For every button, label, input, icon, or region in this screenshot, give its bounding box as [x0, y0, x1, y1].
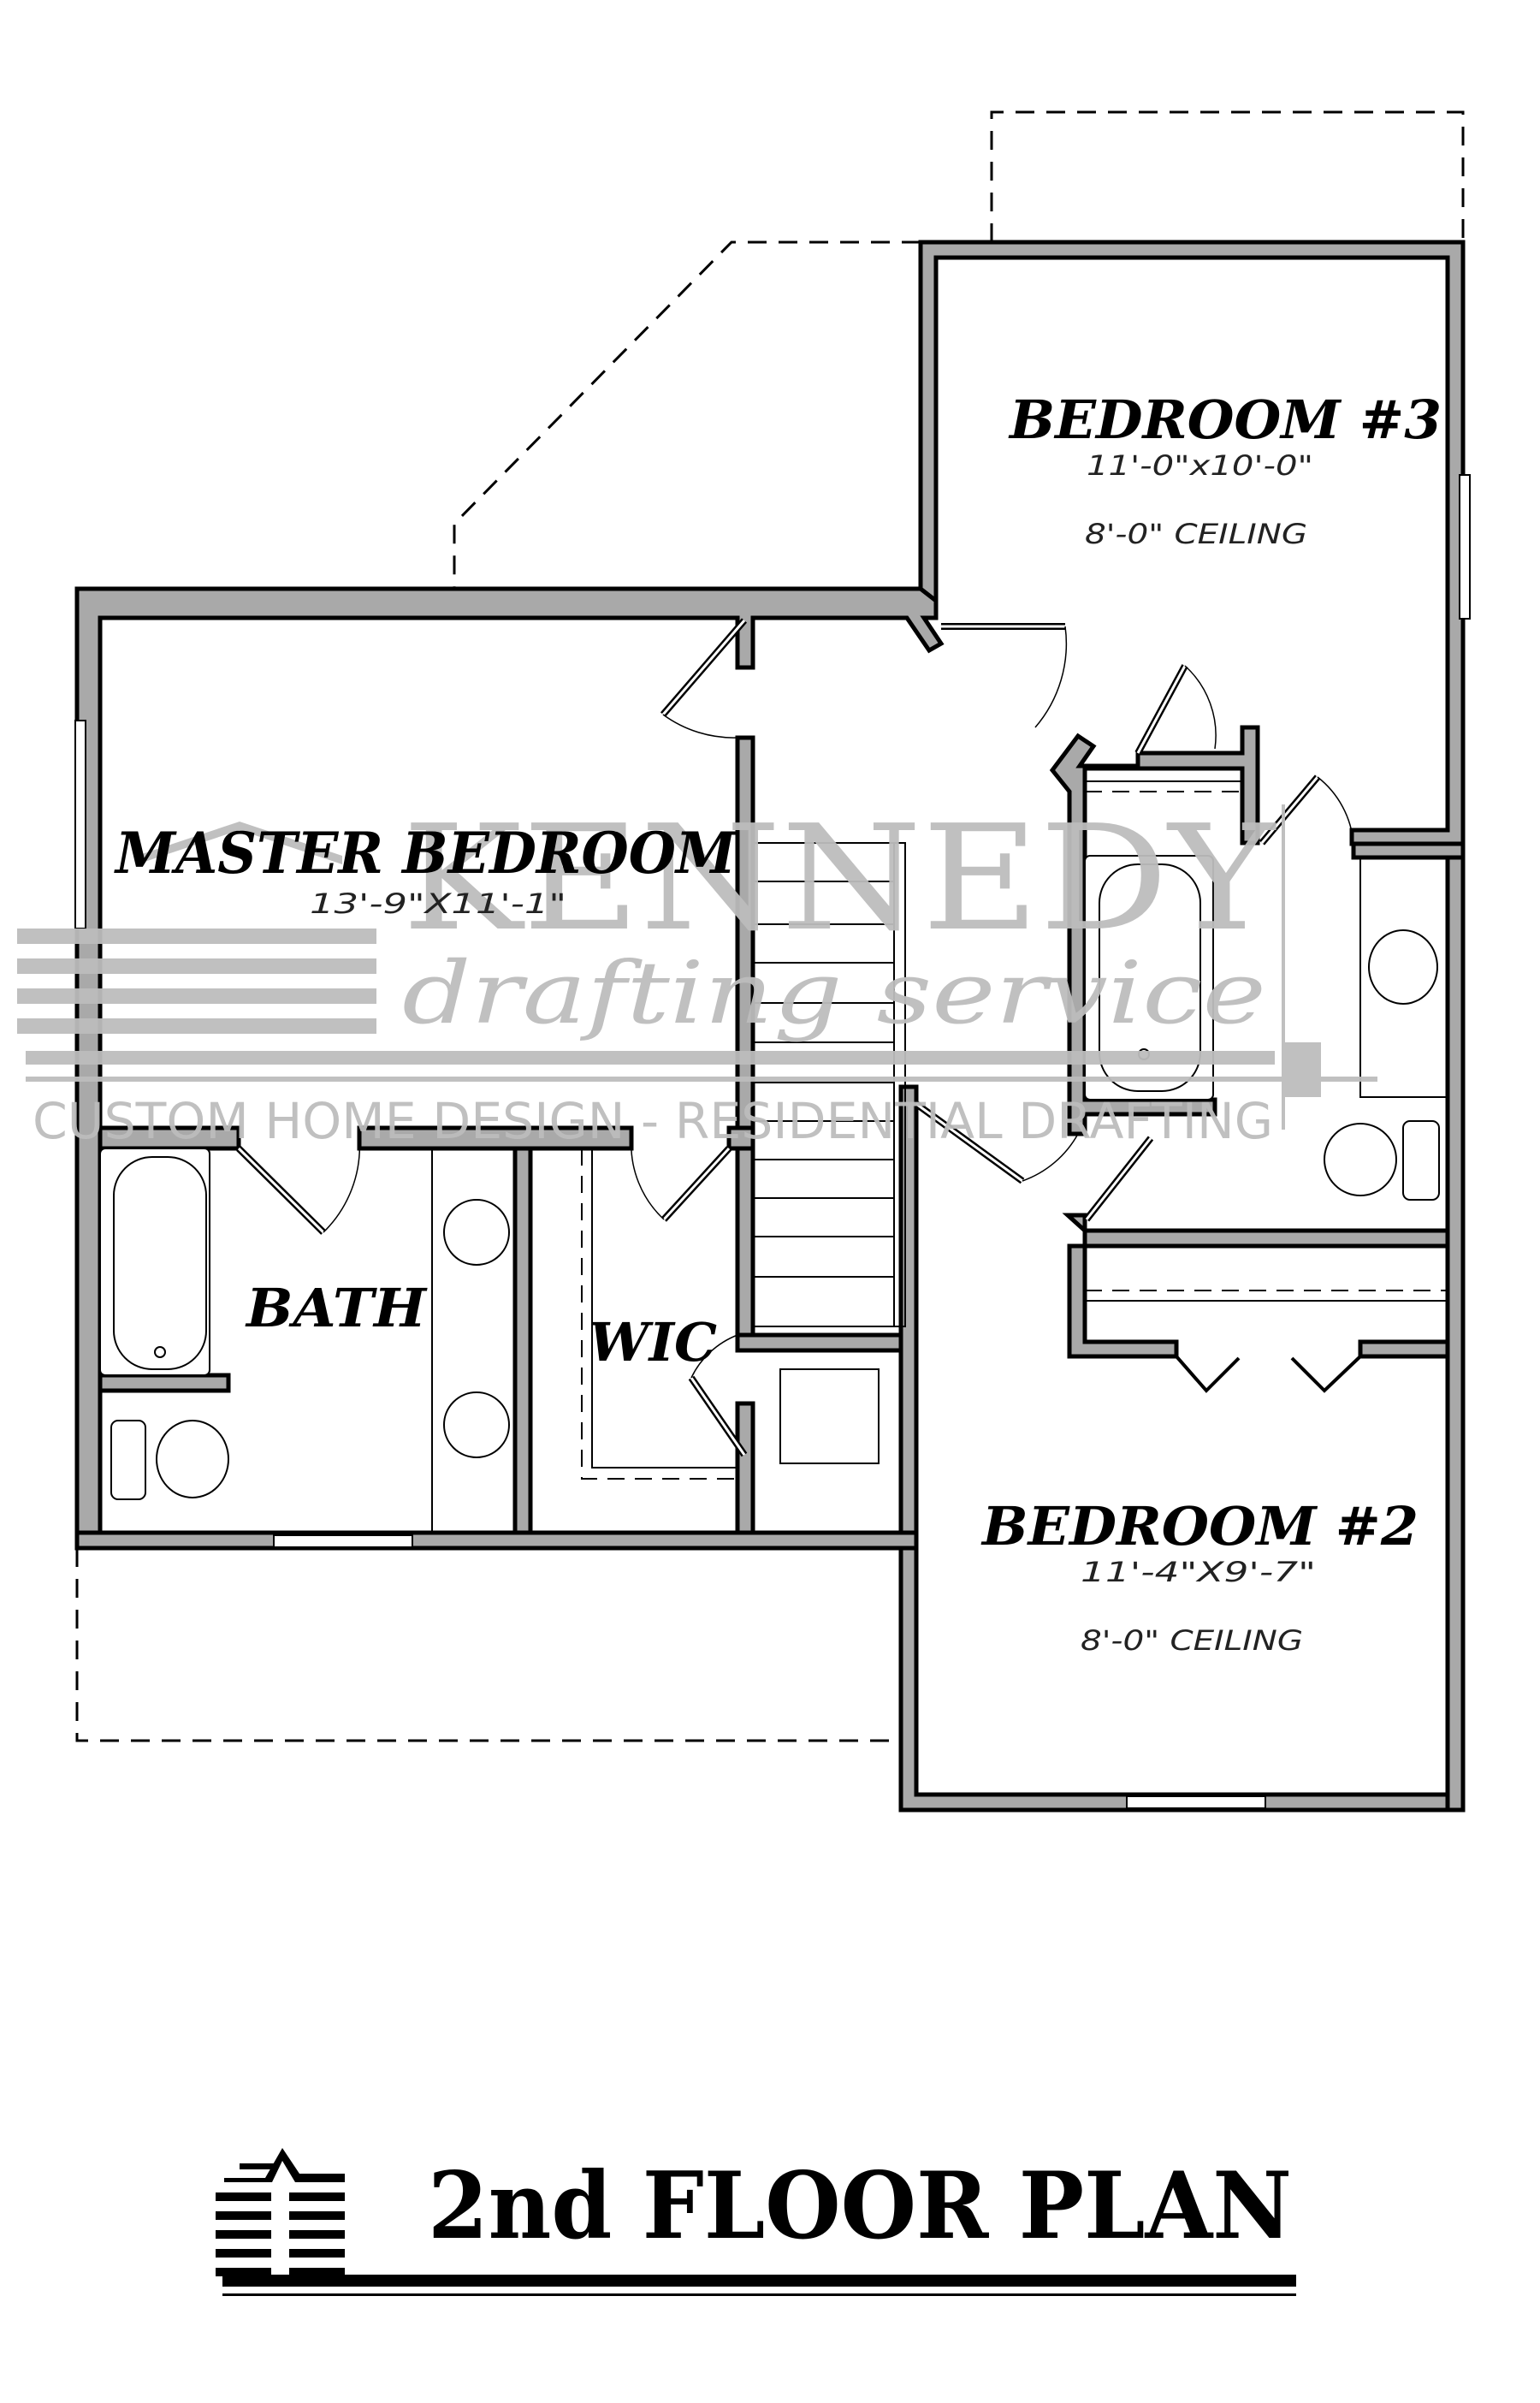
room-ceiling-bedroom-2: 8'-0" CEILING: [1081, 1624, 1303, 1657]
room-dim-master-bedroom: 13'-9"X11'-1": [310, 887, 566, 920]
room-labels: MASTER BEDROOM 13'-9"X11'-1" BEDROOM #3 …: [114, 389, 1442, 1657]
windows: [74, 474, 1471, 1809]
room-name-bath: BATH: [245, 1277, 429, 1339]
dashed-outlines: [75, 110, 1465, 1742]
room-name-bedroom-2: BEDROOM #2: [980, 1495, 1419, 1558]
interior-walls: [98, 725, 1466, 1535]
title-block: 2nd FLOOR PLAN: [216, 2148, 1296, 2296]
closet-shelves: [581, 780, 1448, 1480]
room-dim-bedroom-2: 11'-4"X9'-7": [1081, 1556, 1316, 1588]
watermark-brand: KENNEDY: [402, 794, 1276, 964]
room-ceiling-bedroom-3: 8'-0" CEILING: [1085, 518, 1307, 550]
room-name-master-bedroom: MASTER BEDROOM: [114, 820, 737, 887]
doors: [236, 618, 1362, 1457]
drawing-title: 2nd FLOOR PLAN: [428, 2152, 1292, 2260]
room-name-bedroom-3: BEDROOM #3: [1008, 389, 1442, 451]
fixtures: [99, 855, 1448, 1534]
watermark-subtitle: drafting service: [402, 943, 1266, 1043]
title-underline-thick: [222, 2275, 1296, 2287]
title-underline-thin: [222, 2293, 1296, 2296]
room-dim-bedroom-3: 11'-0"x10'-0": [1087, 449, 1313, 482]
watermark: KENNEDY drafting service CUSTOM HOME DES…: [17, 794, 1377, 1150]
watermark-house-logo-icon: [17, 804, 1377, 1130]
staircase: [752, 842, 906, 1464]
house-logo-icon: [216, 2148, 345, 2276]
watermark-tagline: CUSTOM HOME DESIGN - RESIDENTIAL DRAFTIN…: [33, 1092, 1273, 1150]
room-name-wic: WIC: [589, 1311, 717, 1374]
